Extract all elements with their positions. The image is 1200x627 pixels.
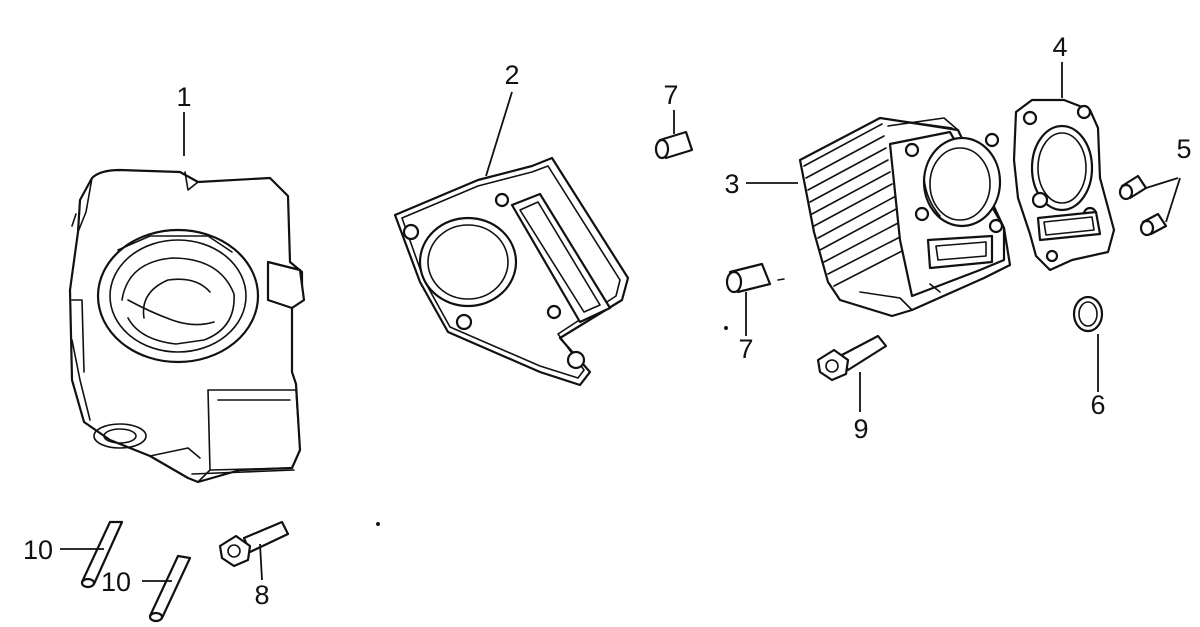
cylinder-head-icon xyxy=(68,168,306,484)
bolt-icon xyxy=(816,334,888,382)
head-gasket-icon xyxy=(1012,98,1116,272)
callout-2: 2 xyxy=(504,60,519,90)
callout-labels: 1 2 3 4 5 6 7 7 8 9 10 10 xyxy=(23,32,1192,610)
bolt-icon xyxy=(218,520,290,568)
callout-5: 5 xyxy=(1176,134,1191,164)
callout-10-left: 10 xyxy=(23,535,53,565)
stud-pin-icon xyxy=(80,520,192,623)
leader-lines xyxy=(60,62,1181,582)
callout-4: 4 xyxy=(1052,32,1067,62)
speck xyxy=(724,326,728,330)
callout-7-top: 7 xyxy=(663,80,678,110)
callout-6: 6 xyxy=(1090,390,1105,420)
cylinder-block-icon xyxy=(798,116,1012,318)
cylinder-base-gasket-icon xyxy=(393,156,630,387)
dowel-sleeve-icon xyxy=(654,130,785,294)
callout-1: 1 xyxy=(176,82,191,112)
callout-9: 9 xyxy=(853,414,868,444)
callout-8: 8 xyxy=(254,580,269,610)
speck xyxy=(376,522,380,526)
o-ring-icon xyxy=(1072,295,1104,333)
callout-3: 3 xyxy=(724,169,739,199)
dowel-pin-icon xyxy=(1118,174,1168,237)
callout-7-bottom: 7 xyxy=(738,334,753,364)
callout-10-right: 10 xyxy=(101,567,131,597)
